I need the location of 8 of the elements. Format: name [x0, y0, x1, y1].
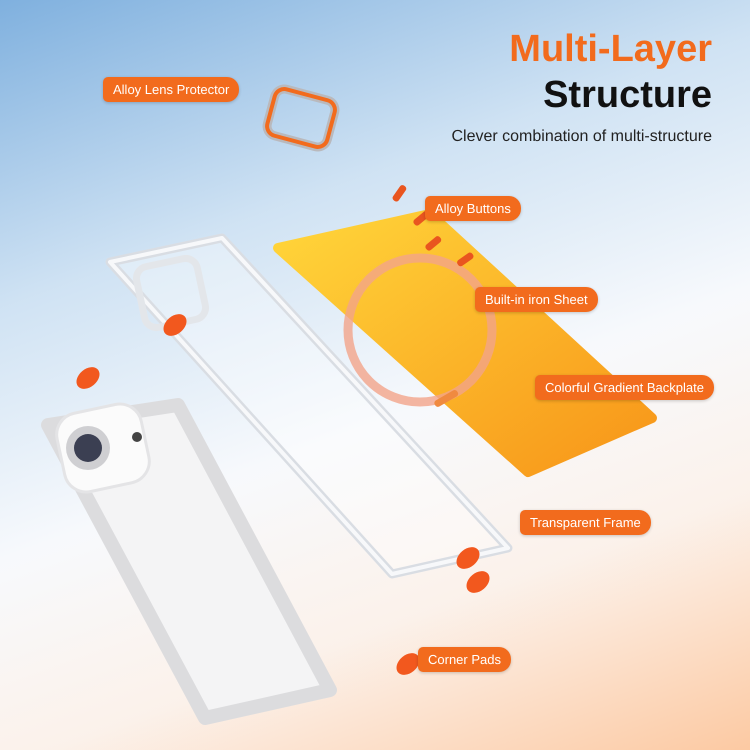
- callout-label: Alloy Buttons: [425, 196, 521, 221]
- callout-label: Alloy Lens Protector: [103, 77, 240, 102]
- callout-label: Built-in iron Sheet: [475, 287, 598, 312]
- callout-label: Transparent Frame: [520, 510, 651, 535]
- callout-label: Corner Pads: [418, 647, 511, 672]
- subtitle: Clever combination of multi-structure: [451, 128, 712, 146]
- title: Multi-Layer Structure: [509, 27, 712, 118]
- callout-label: Colorful Gradient Backplate: [535, 375, 714, 400]
